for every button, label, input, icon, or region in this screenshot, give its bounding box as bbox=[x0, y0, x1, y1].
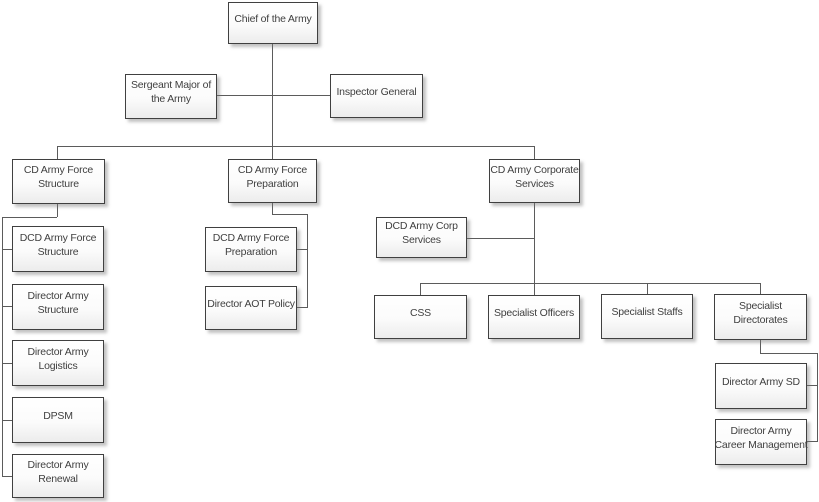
connector-line bbox=[307, 214, 308, 308]
node-director-aot-policy: Director AOT Policy bbox=[205, 286, 297, 330]
node-director-army-sd: Director Army SD bbox=[715, 363, 807, 409]
connector-line bbox=[57, 146, 58, 159]
node-dcd-army-force-structure: DCD Army Force Structure bbox=[12, 226, 104, 272]
connector-line bbox=[297, 249, 307, 250]
node-label: Specialist Staffs bbox=[611, 306, 683, 318]
node-label: CSS bbox=[410, 306, 431, 319]
connector-line bbox=[420, 283, 761, 284]
connector-line bbox=[420, 283, 421, 295]
node-director-army-renewal: Director Army Renewal bbox=[12, 454, 104, 498]
connector-line bbox=[2, 217, 57, 218]
connector-line bbox=[272, 146, 273, 159]
node-inspector-general: Inspector General bbox=[330, 74, 423, 118]
node-label: Director AOT Policy bbox=[207, 297, 295, 310]
node-label: Director Army Renewal bbox=[27, 458, 89, 485]
node-label: Director Army Career Management bbox=[714, 424, 808, 451]
node-label: CD Army Force Structure bbox=[23, 164, 94, 190]
node-label: CD Army Corporate Services bbox=[490, 163, 579, 190]
connector-line bbox=[217, 95, 330, 96]
connector-line bbox=[760, 353, 818, 354]
connector-line bbox=[760, 340, 761, 353]
node-specialist-staffs: Specialist Staffs bbox=[601, 294, 693, 339]
node-director-army-career-management: Director Army Career Management bbox=[714, 419, 808, 465]
node-label: DCD Army Force Preparation bbox=[212, 232, 290, 258]
connector-line bbox=[467, 238, 534, 239]
connector-line bbox=[272, 214, 307, 215]
node-chief-of-the-army: Chief of the Army bbox=[228, 2, 318, 44]
node-label: Chief of the Army bbox=[234, 12, 312, 25]
connector-line bbox=[807, 385, 817, 386]
connector-line bbox=[2, 363, 12, 364]
node-label: CD Army Force Preparation bbox=[237, 163, 308, 190]
node-cd-army-force-structure: CD Army Force Structure bbox=[12, 159, 105, 204]
connector-line bbox=[2, 249, 12, 250]
connector-line bbox=[534, 146, 535, 159]
node-dcd-army-corp-services: DCD Army Corp Services bbox=[376, 217, 467, 258]
node-dcd-army-force-preparation: DCD Army Force Preparation bbox=[205, 227, 297, 272]
connector-line bbox=[2, 217, 3, 476]
connector-line bbox=[807, 441, 817, 442]
node-label: Director Army Structure bbox=[27, 289, 89, 316]
connector-line bbox=[534, 203, 535, 283]
node-label: Specialist Officers bbox=[493, 306, 575, 319]
connector-line bbox=[272, 203, 273, 214]
connector-line bbox=[2, 306, 12, 307]
node-director-army-structure: Director Army Structure bbox=[12, 284, 104, 330]
node-dpsm: DPSM bbox=[12, 397, 104, 443]
node-specialist-officers: Specialist Officers bbox=[488, 295, 580, 339]
node-specialist-directorates: Specialist Directorates bbox=[714, 294, 807, 340]
node-css: CSS bbox=[374, 295, 467, 339]
node-label: DCD Army Corp Services bbox=[385, 220, 458, 246]
node-sergeant-major-of-the-army: Sergeant Major of the Army bbox=[125, 74, 217, 119]
connector-line bbox=[2, 476, 12, 477]
connector-line bbox=[57, 146, 535, 147]
node-director-army-logistics: Director Army Logistics bbox=[12, 340, 104, 386]
connector-line bbox=[760, 283, 761, 294]
node-label: Inspector General bbox=[336, 85, 417, 98]
connector-line bbox=[534, 283, 535, 295]
node-label: DPSM bbox=[43, 409, 73, 422]
node-label: Specialist Directorates bbox=[733, 299, 788, 326]
connector-line bbox=[647, 283, 648, 294]
node-label: DCD Army Force Structure bbox=[19, 231, 97, 258]
connector-line bbox=[57, 204, 58, 217]
connector-line bbox=[817, 353, 818, 442]
connector-line bbox=[297, 307, 307, 308]
connector-line bbox=[2, 420, 12, 421]
node-cd-army-corporate-services: CD Army Corporate Services bbox=[489, 159, 580, 203]
node-cd-army-force-preparation: CD Army Force Preparation bbox=[228, 159, 317, 203]
node-label: Director Army SD bbox=[722, 375, 800, 388]
node-label: Sergeant Major of the Army bbox=[130, 79, 212, 105]
node-label: Director Army Logistics bbox=[27, 345, 89, 372]
